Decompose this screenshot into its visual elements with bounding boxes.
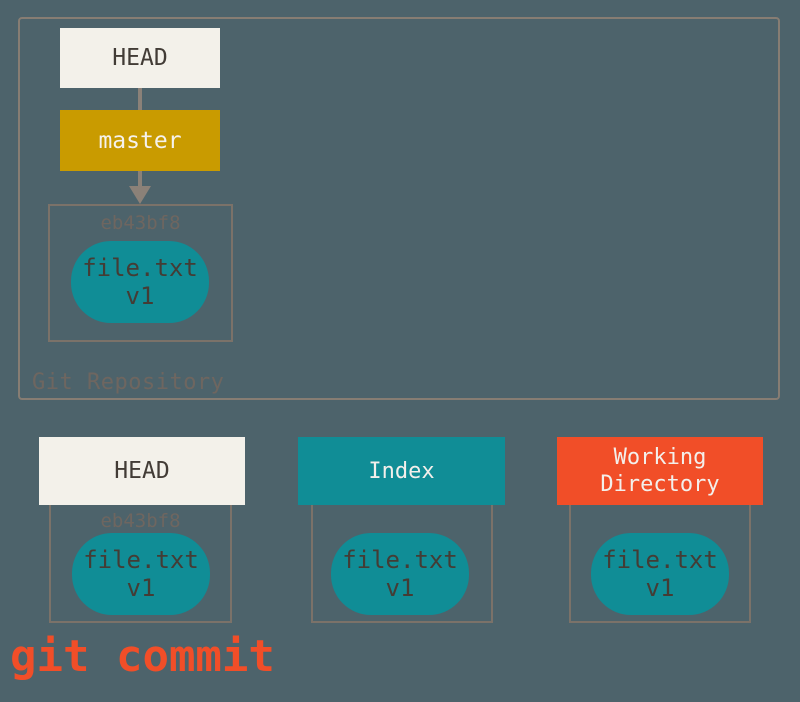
arrow-down-icon	[129, 186, 151, 204]
file-blob: file.txt v1	[591, 533, 729, 615]
head-ref-box: HEAD	[60, 28, 220, 88]
column-header-working-directory: Working Directory	[557, 437, 763, 505]
master-to-commit-connector	[138, 171, 142, 186]
git-repository-box: Git Repository	[18, 17, 780, 400]
file-name: file.txt	[83, 546, 199, 574]
file-blob: file.txt v1	[331, 533, 469, 615]
head-to-master-connector	[138, 88, 142, 110]
head-ref-label: HEAD	[112, 45, 168, 71]
command-caption: git commit	[10, 631, 275, 682]
file-version: v1	[385, 574, 415, 602]
column-header-working-directory-line2: Directory	[600, 472, 720, 497]
column-box-index: file.txt v1	[311, 505, 493, 623]
file-blob: file.txt v1	[71, 241, 209, 323]
commit-box: eb43bf8 file.txt v1	[48, 204, 233, 342]
file-version: v1	[645, 574, 675, 602]
master-branch-box: master	[60, 110, 220, 171]
file-name: file.txt	[342, 546, 458, 574]
git-repository-label: Git Repository	[32, 370, 225, 395]
column-box-head: eb43bf8 file.txt v1	[49, 505, 232, 623]
column-header-working-directory-line1: Working	[613, 445, 707, 470]
file-version: v1	[125, 282, 155, 310]
column-box-working-directory: file.txt v1	[569, 505, 751, 623]
column-header-index: Index	[298, 437, 505, 505]
commit-hash: eb43bf8	[100, 212, 181, 234]
column-header-head: HEAD	[39, 437, 245, 505]
master-branch-label: master	[98, 127, 182, 154]
file-name: file.txt	[82, 254, 198, 282]
file-version: v1	[126, 574, 156, 602]
file-blob: file.txt v1	[72, 533, 210, 615]
column-header-head-label: HEAD	[114, 458, 170, 484]
file-name: file.txt	[602, 546, 718, 574]
column-head-commit-hash: eb43bf8	[100, 510, 181, 532]
column-header-index-label: Index	[368, 458, 435, 484]
